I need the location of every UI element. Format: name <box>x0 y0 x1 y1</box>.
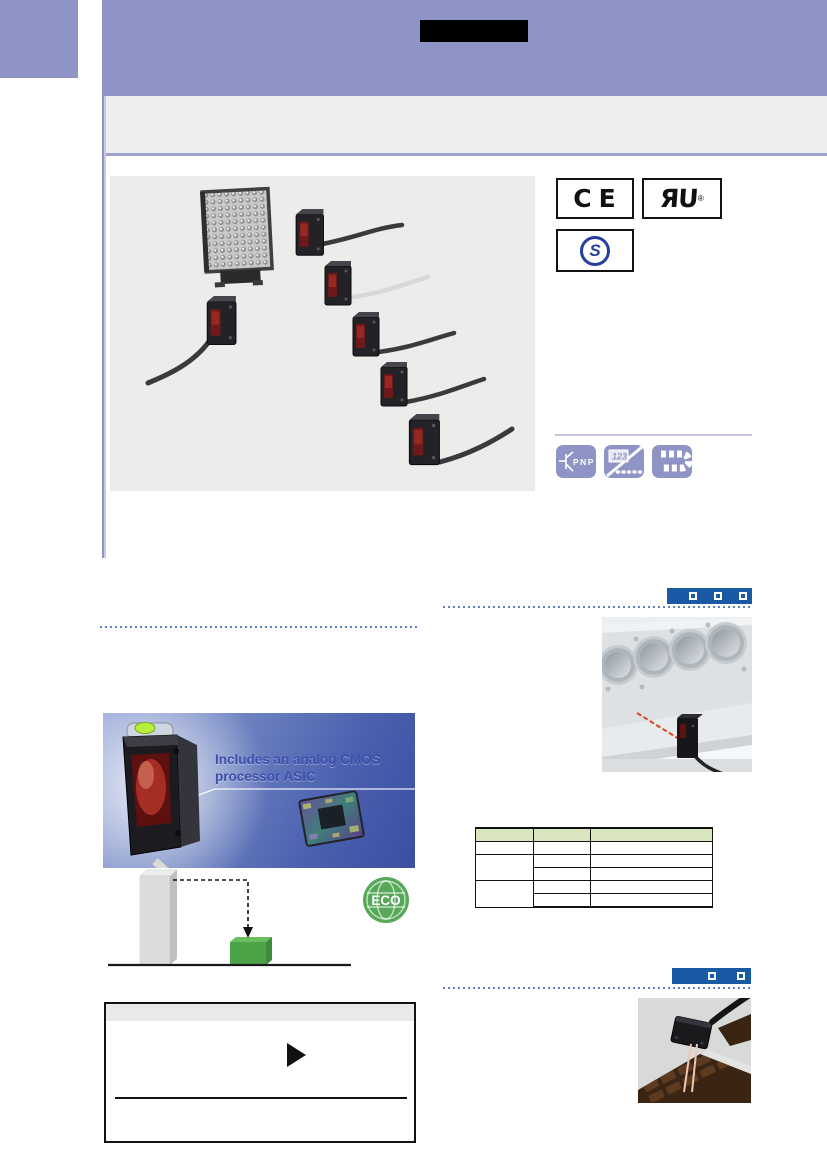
header-banner <box>102 0 827 96</box>
promo-sensor <box>122 722 200 868</box>
table-cell <box>590 880 713 894</box>
table-cell <box>590 854 713 868</box>
s-mark-letter: S <box>589 241 601 260</box>
promo-caption-line2: processor ASIC <box>215 769 316 784</box>
application-badge-1 <box>667 588 752 604</box>
pnp-output-icon: PNP <box>556 445 596 478</box>
section-rule-left <box>100 626 418 628</box>
bolt-holes <box>605 622 747 692</box>
table-cell <box>475 880 534 908</box>
small-sensor-block <box>230 942 266 965</box>
spec-table-wrap <box>475 827 713 908</box>
corner-accent-square <box>0 0 78 78</box>
application-badge-2 <box>672 968 751 984</box>
info-box-header <box>106 1004 414 1021</box>
promo-caption-line1: Includes an analog CMOS <box>215 752 381 767</box>
robot-cable-icon <box>652 445 692 478</box>
sensor-2 <box>324 260 352 306</box>
s-mark-icon: S <box>580 235 610 266</box>
table-cell <box>533 841 591 855</box>
feature-separator-line <box>555 434 752 436</box>
table-cell <box>590 841 713 855</box>
table-row <box>475 854 713 881</box>
sensor-5 <box>380 361 408 407</box>
spec-table <box>475 827 713 908</box>
table-cell <box>533 893 591 908</box>
section-rule-right-2 <box>443 987 753 989</box>
asic-promo-image: Includes an analog CMOS processor ASIC <box>103 713 415 868</box>
table-cell <box>533 867 591 881</box>
ul-recognized-icon: ЯU <box>659 184 699 213</box>
display-buttons <box>615 470 643 474</box>
eco-label: ECO <box>371 893 400 908</box>
sensor-3 <box>206 295 237 345</box>
badge-square <box>737 972 745 980</box>
product-family-photo <box>110 176 535 491</box>
size-comparison-diagram <box>108 869 351 967</box>
product-photo-illustration <box>145 186 515 466</box>
table-cell <box>533 854 591 868</box>
badge-square <box>739 592 747 600</box>
section-rule-right-1 <box>443 606 753 608</box>
subheader-bar <box>102 96 827 156</box>
shrink-arrow-line <box>173 879 249 928</box>
table-row <box>476 893 713 908</box>
display-digits: 123 <box>612 452 627 462</box>
application-photo-chocolate <box>638 998 751 1103</box>
sensor-1 <box>295 208 324 256</box>
shrink-arrow-head <box>243 927 253 938</box>
table-row <box>475 880 713 908</box>
corner-reflector <box>200 186 274 288</box>
series-badge <box>420 20 528 42</box>
application-photo-engine <box>602 617 752 772</box>
asic-chip <box>298 790 365 847</box>
beam-right <box>691 1043 698 1093</box>
badge-square <box>689 592 697 600</box>
digital-display-icon: 123 <box>604 445 644 478</box>
green-led <box>134 722 156 734</box>
table-cell <box>590 867 713 881</box>
asic-promo-illustration <box>122 722 415 868</box>
sensor-6 <box>408 413 440 466</box>
info-box <box>104 1002 416 1143</box>
laser-beam <box>636 712 680 740</box>
feature-icon-row: PNP 123 <box>556 445 756 478</box>
left-accent-line <box>102 96 106 558</box>
cylinder-bores <box>602 622 747 685</box>
large-sensor-block <box>139 875 171 966</box>
promo-caption: Includes an analog CMOS processor ASIC <box>215 751 415 785</box>
sensor-4 <box>352 311 380 357</box>
ce-mark-box: CE <box>556 178 634 219</box>
s-mark-box: S <box>556 229 634 272</box>
sensor-cable <box>709 998 751 1025</box>
table-cell <box>475 854 534 881</box>
table-cell <box>590 893 713 908</box>
chocolate-sensor <box>670 998 751 1093</box>
pnp-label: PNP <box>573 457 595 467</box>
arrow-right-icon <box>287 1043 306 1067</box>
info-box-divider <box>115 1097 407 1099</box>
engine-sensor <box>677 714 723 772</box>
table-cell <box>533 880 591 894</box>
table-row <box>475 841 713 855</box>
registered-symbol: ® <box>697 193 704 203</box>
table-header-cell <box>475 827 534 842</box>
beam-left <box>683 1043 692 1093</box>
sensor-cables <box>145 222 515 465</box>
table-header-row <box>475 827 713 842</box>
ce-mark: CE <box>573 184 623 213</box>
table-header-cell <box>533 827 591 842</box>
table-cell <box>475 841 534 855</box>
ul-mark-box: ЯU® <box>642 178 722 219</box>
table-header-cell <box>590 827 713 842</box>
badge-square <box>714 592 722 600</box>
eco-icon: ECO <box>363 877 409 923</box>
badge-square <box>708 972 716 980</box>
